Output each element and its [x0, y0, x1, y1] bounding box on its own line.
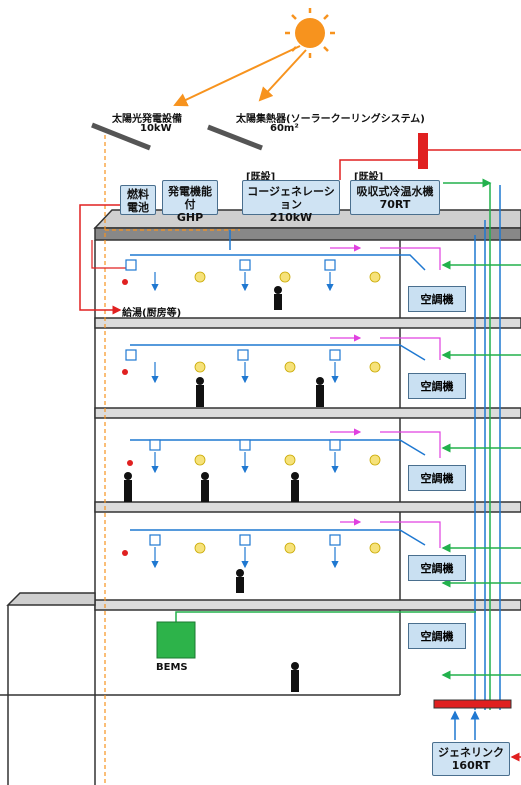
ceiling-units [125, 259, 341, 546]
fuel-cell-box: 燃料電池 [120, 185, 156, 215]
sun-ray-to-collector [258, 49, 307, 102]
ac-unit-gf: 空調機 [408, 623, 466, 649]
ac-unit-4f: 空調機 [408, 286, 466, 312]
cogen-tag: [既設] [246, 172, 276, 183]
bems-label: BEMS [156, 662, 188, 673]
solar-collector-area: 60m² [270, 123, 299, 134]
ac-unit-3f: 空調機 [408, 373, 466, 399]
ac-unit-2f: 空調機 [408, 465, 466, 491]
solar-collector [207, 124, 263, 151]
sun-ray-to-panel [173, 45, 301, 107]
light-icons [194, 271, 381, 554]
solar-collector-label: 太陽集熱器(ソーラークーリングシステム) [236, 114, 425, 125]
solar-panel-capacity: 10kW [140, 123, 172, 134]
solar-panel-label: 太陽光発電設備 [112, 114, 182, 125]
sensor-icons [122, 279, 133, 556]
collector-tank [418, 133, 428, 169]
bems-box [156, 621, 196, 659]
absorption-tag: [既設] [354, 172, 384, 183]
person-icons [124, 286, 324, 692]
ac-unit-1f: 空調機 [408, 555, 466, 581]
solar-panel [91, 122, 151, 151]
genelink-header [433, 699, 512, 709]
hot-water-label: 給湯(厨房等) [122, 308, 182, 319]
